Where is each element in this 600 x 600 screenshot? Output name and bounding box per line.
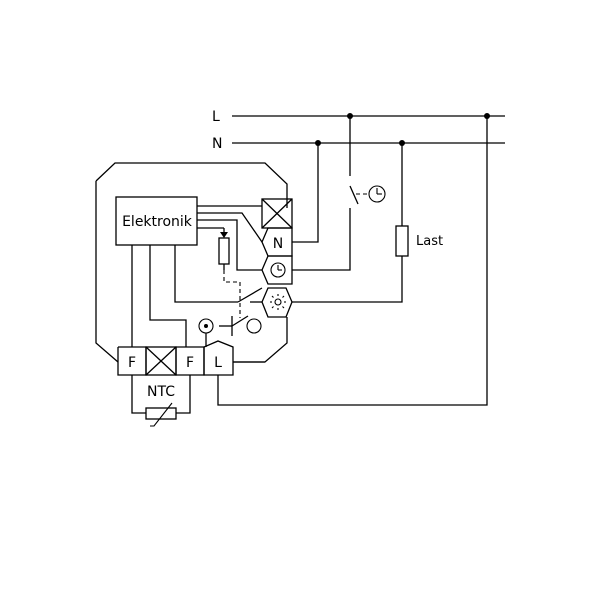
wire-electronics-f2 [149,245,187,347]
terminal-timer [261,255,293,285]
external-timer-switch [292,116,386,271]
line-n-label: N [212,136,222,152]
terminal-f1: F [117,346,147,376]
terminal-n-label: N [273,236,283,252]
supply-line-l: L [212,109,505,125]
ntc-label: NTC [147,384,175,400]
ntc-sensor: NTC [131,375,191,427]
wire-electronics-timer [197,219,262,271]
load: Last [292,143,443,303]
timer-clock-icon [368,185,386,203]
terminal-f2-label: F [186,355,194,371]
terminal-l: L [203,340,234,376]
wire-crossed-n [292,143,319,243]
contact-switch [218,287,263,303]
ntc-resistor-icon [145,402,177,427]
setpoint-icon [198,318,214,334]
switch-contact-symbol [219,315,249,336]
terminal-f2: F [175,346,205,376]
supply-line-n: N [212,136,505,152]
electronics-label: Elektronik [122,214,193,230]
terminal-l-label: L [214,355,222,371]
wire-electronics-switch [174,245,218,303]
wire-l-terminal [217,116,488,406]
mechanical-link-dashed [223,270,241,296]
timer-clock-icon [270,262,286,278]
potentiometer-icon [197,227,230,270]
line-l-label: L [212,109,220,125]
electronics-box: Elektronik [115,196,198,246]
load-label: Last [416,234,443,249]
terminal-n: N [261,227,293,257]
wire-electronics-n [197,212,263,243]
terminal-f1-label: F [128,355,136,371]
indicator-circle [246,318,262,334]
terminal-crossed [261,198,293,229]
cross-terminal-icon [145,346,177,376]
terminal-sun [261,287,293,318]
sun-icon [270,294,286,310]
